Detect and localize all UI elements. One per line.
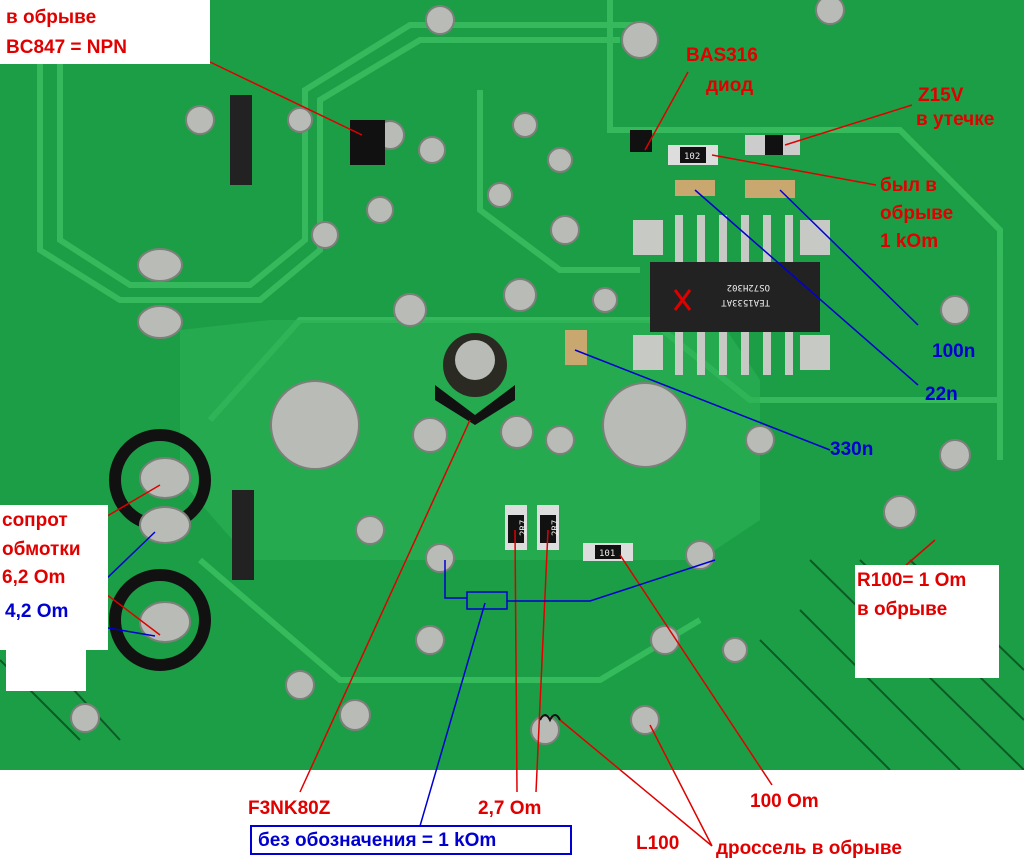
x-mark [673,289,692,311]
zener-label: Z15V [918,85,964,106]
diode-desc: диод [706,75,754,96]
label-box-winding [0,505,108,650]
r102-value: 1 kOm [880,231,939,252]
label-box-transistor [0,0,210,64]
r102-note: был в [880,175,937,196]
zener-status: в утечке [916,109,995,130]
ic-marking: OS72H302 [727,282,770,292]
l100-label: L100 [636,833,680,854]
ic-marking: TEA1533AT [721,297,770,307]
winding-note: сопрот [2,510,68,531]
diode-label: BAS316 [686,45,758,66]
transistor-status: в обрыве [6,7,97,28]
unmarked-resistor-box [250,825,572,855]
label-box-r100 [855,565,999,678]
r102-marking: 102 [684,152,700,162]
label-box-winding-lower [6,645,86,691]
cap-100n-label: 100n [932,341,976,362]
r2r7-label: 2,7 Om [478,798,542,819]
r101-marking: 101 [599,549,615,559]
transistor-type: BC847 = NPN [6,37,127,58]
cap-330n-label: 330n [830,439,874,460]
cap-22n-label: 22n [925,384,958,405]
choke-label: дроссель в обрыве [716,838,902,859]
r2r7-marking: 2R7 [519,520,529,536]
r102-note: обрыве [880,203,954,224]
unmarked-resistor-label: без обозначения = 1 kOm [258,830,497,851]
r101-label: 100 Om [750,791,819,812]
r100-status: в обрыве [857,599,948,620]
r2r7-marking: 2R7 [551,520,561,536]
transistor-heatsink [435,333,515,425]
winding-note: обмотки [2,539,81,560]
winding-blue-value: 4,2 Om [5,601,69,622]
mosfet-label: F3NK80Z [248,798,331,819]
r100-value: R100= 1 Om [857,570,967,591]
winding-red-value: 6,2 Om [2,567,66,588]
